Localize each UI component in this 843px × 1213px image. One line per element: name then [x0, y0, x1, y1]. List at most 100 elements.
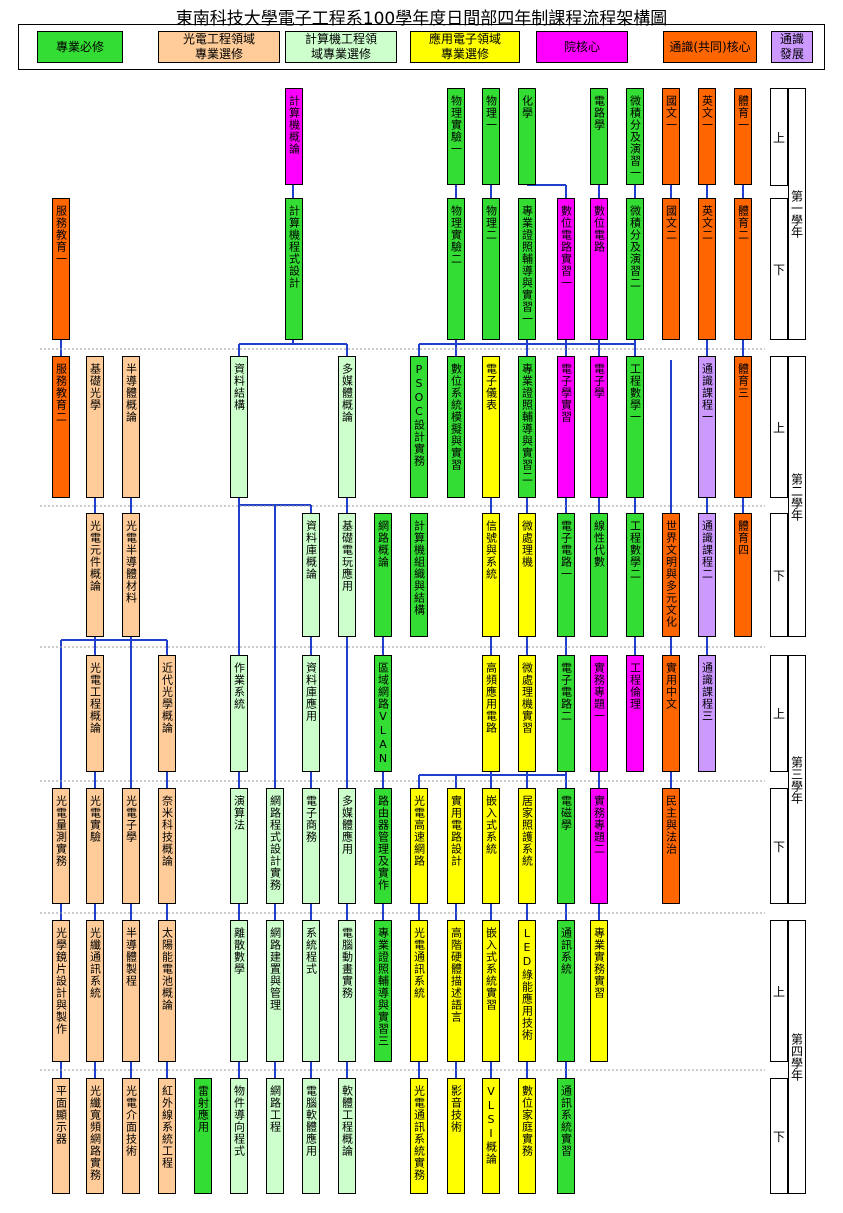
- course-label: 光纖寬頻網路實務: [88, 1085, 102, 1181]
- course-label: 工程數學二: [628, 520, 642, 580]
- year-label: 第二學年: [788, 356, 806, 637]
- course-label: 計算機概論: [287, 95, 301, 155]
- course-box: 電子儀表: [482, 356, 500, 498]
- course-box: 高階硬體描述語言: [447, 920, 465, 1062]
- course-box: 光電元件概論: [86, 513, 104, 637]
- course-label: 通訊系統實習: [559, 1085, 573, 1157]
- course-label: 光電元件概論: [88, 520, 102, 592]
- course-box: 嵌入式系統: [482, 788, 500, 904]
- course-box: 光電實驗: [86, 788, 104, 904]
- course-box: 物理一: [482, 88, 500, 185]
- course-label: 演算法: [232, 795, 246, 831]
- course-box: 離散數學: [230, 920, 248, 1062]
- course-label: 物理實驗二: [449, 205, 463, 265]
- course-label: 微積分及演習一: [628, 95, 642, 179]
- course-box: 平面顯示器: [52, 1078, 70, 1194]
- course-box: 實務專題一: [590, 655, 608, 772]
- course-box: 多媒體應用: [338, 788, 356, 904]
- course-box: 太陽能電池概論: [158, 920, 176, 1062]
- course-box: 數位電路實習一: [557, 198, 575, 340]
- course-box: 通識課程二: [698, 513, 716, 637]
- course-box: 高頻應用電路: [482, 655, 500, 772]
- course-box: 國文二: [662, 198, 680, 340]
- course-label: 光電實驗: [88, 795, 102, 843]
- course-box: 體育四: [734, 513, 752, 637]
- course-label: PSOC設計實務: [412, 363, 426, 467]
- course-box: 物理實驗一: [447, 88, 465, 185]
- course-label: 實務專題二: [592, 795, 606, 855]
- course-label: 專業證照輔導與實習三: [376, 927, 390, 1047]
- course-box: 光電介面技術: [122, 1078, 140, 1194]
- course-label: 多媒體概論: [340, 363, 354, 423]
- course-box: 物理二: [482, 198, 500, 340]
- course-box: 作業系統: [230, 655, 248, 772]
- course-label: 體育二: [736, 205, 750, 241]
- course-label: 區域網路VLAN: [376, 662, 390, 766]
- course-label: 服務教育二: [54, 363, 68, 423]
- course-label: 紅外線系統工程: [160, 1085, 174, 1169]
- course-box: 世界文明與多元文化: [662, 513, 680, 637]
- course-box: 專業證照輔導與實習一: [518, 198, 536, 340]
- course-box: 電磁學: [557, 788, 575, 904]
- course-box: 基礎電玩應用: [338, 513, 356, 637]
- course-label: 通識課程三: [700, 662, 714, 722]
- course-label: 物件導向程式: [232, 1085, 246, 1157]
- course-label: 高階硬體描述語言: [449, 927, 463, 1023]
- course-box: 資料庫應用: [302, 655, 320, 772]
- course-box: 區域網路VLAN: [374, 655, 392, 772]
- legend-college-core: 院核心: [536, 31, 628, 63]
- legend-computer-engineering: 計算機工程領 域專業選修: [285, 31, 397, 63]
- semester-label: 上: [770, 920, 788, 1062]
- course-label: 電子學: [592, 363, 606, 399]
- course-box: 居家照護系統: [518, 788, 536, 904]
- course-label: 居家照護系統: [520, 795, 534, 867]
- course-label: 數位電路實習一: [559, 205, 573, 289]
- course-label: 微積分及演習二: [628, 205, 642, 289]
- course-label: 實用電路設計: [449, 795, 463, 867]
- course-box: 計算機概論: [285, 88, 303, 185]
- course-label: 物理一: [484, 95, 498, 131]
- course-label: 網路概論: [376, 520, 390, 568]
- course-label: 電路學: [592, 95, 606, 131]
- course-label: 半導體製程: [124, 927, 138, 987]
- course-box: 光電量測實務: [52, 788, 70, 904]
- course-box: 國文一: [662, 88, 680, 185]
- course-label: 太陽能電池概論: [160, 927, 174, 1011]
- course-label: 電磁學: [559, 795, 573, 831]
- course-label: 系統程式: [304, 927, 318, 975]
- course-label: 作業系統: [232, 662, 246, 710]
- course-box: 多媒體概論: [338, 356, 356, 498]
- course-box: 體育一: [734, 88, 752, 185]
- course-box: 化學: [518, 88, 536, 185]
- course-label: 光電通訊系統: [412, 927, 426, 999]
- course-label: 工程倫理: [628, 662, 642, 710]
- course-label: 電子儀表: [484, 363, 498, 411]
- course-label: 世界文明與多元文化: [664, 520, 678, 628]
- course-box: LED綠能應用技術: [518, 920, 536, 1062]
- course-box: 半導體製程: [122, 920, 140, 1062]
- course-box: 光電半導體材料: [122, 513, 140, 637]
- course-box: 專業證照輔導與實習二: [518, 356, 536, 498]
- course-box: 數位系統模擬與實習: [447, 356, 465, 498]
- course-box: 線性代數: [590, 513, 608, 637]
- course-label: 平面顯示器: [54, 1085, 68, 1145]
- course-box: 信號與系統: [482, 513, 500, 637]
- course-box: 網路程式設計實務: [266, 788, 284, 904]
- semester-label: 下: [770, 198, 788, 340]
- course-box: 體育二: [734, 198, 752, 340]
- course-box: 物理實驗二: [447, 198, 465, 340]
- course-box: 英文一: [698, 88, 716, 185]
- course-label: 數位家庭實務: [520, 1085, 534, 1157]
- course-box: 路由器管理及實作: [374, 788, 392, 904]
- course-label: 計算機程式設計: [287, 205, 301, 289]
- course-label: 嵌入式系統實習: [484, 927, 498, 1011]
- course-box: 計算機程式設計: [285, 198, 303, 340]
- course-label: 信號與系統: [484, 520, 498, 580]
- course-box: 半導體概論: [122, 356, 140, 498]
- course-box: 資料結構: [230, 356, 248, 498]
- year-label: 第一學年: [788, 88, 806, 340]
- legend-general-core: 通識(共同)核心: [663, 31, 757, 63]
- course-label: 電子電路一: [559, 520, 573, 580]
- course-box: 網路工程: [266, 1078, 284, 1194]
- course-box: 通識課程三: [698, 655, 716, 772]
